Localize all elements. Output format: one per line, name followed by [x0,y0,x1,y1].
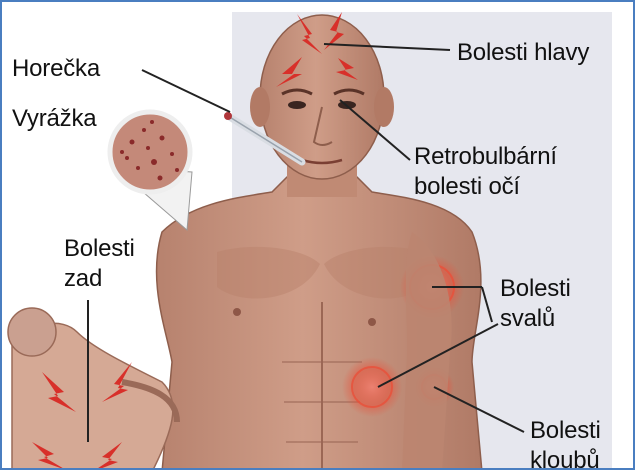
left-ear [250,87,270,127]
rash-magnifier-icon [110,112,192,230]
right-nipple [368,318,376,326]
label-eye-pain: Retrobulbární bolesti očí [414,142,557,202]
label-rash: Vyrážka [12,104,96,134]
right-ear [374,87,394,127]
back-pain-inset [8,308,177,470]
left-nipple [233,308,241,316]
label-fever: Horečka [12,54,100,84]
left-eye [288,101,306,109]
label-muscle-pain: Bolesti svalů [500,274,571,334]
label-headache: Bolesti hlavy [457,38,589,68]
head [260,15,384,179]
label-back-pain: Bolesti zad [64,234,135,294]
label-joint-pain: Bolesti kloubů [530,416,601,470]
